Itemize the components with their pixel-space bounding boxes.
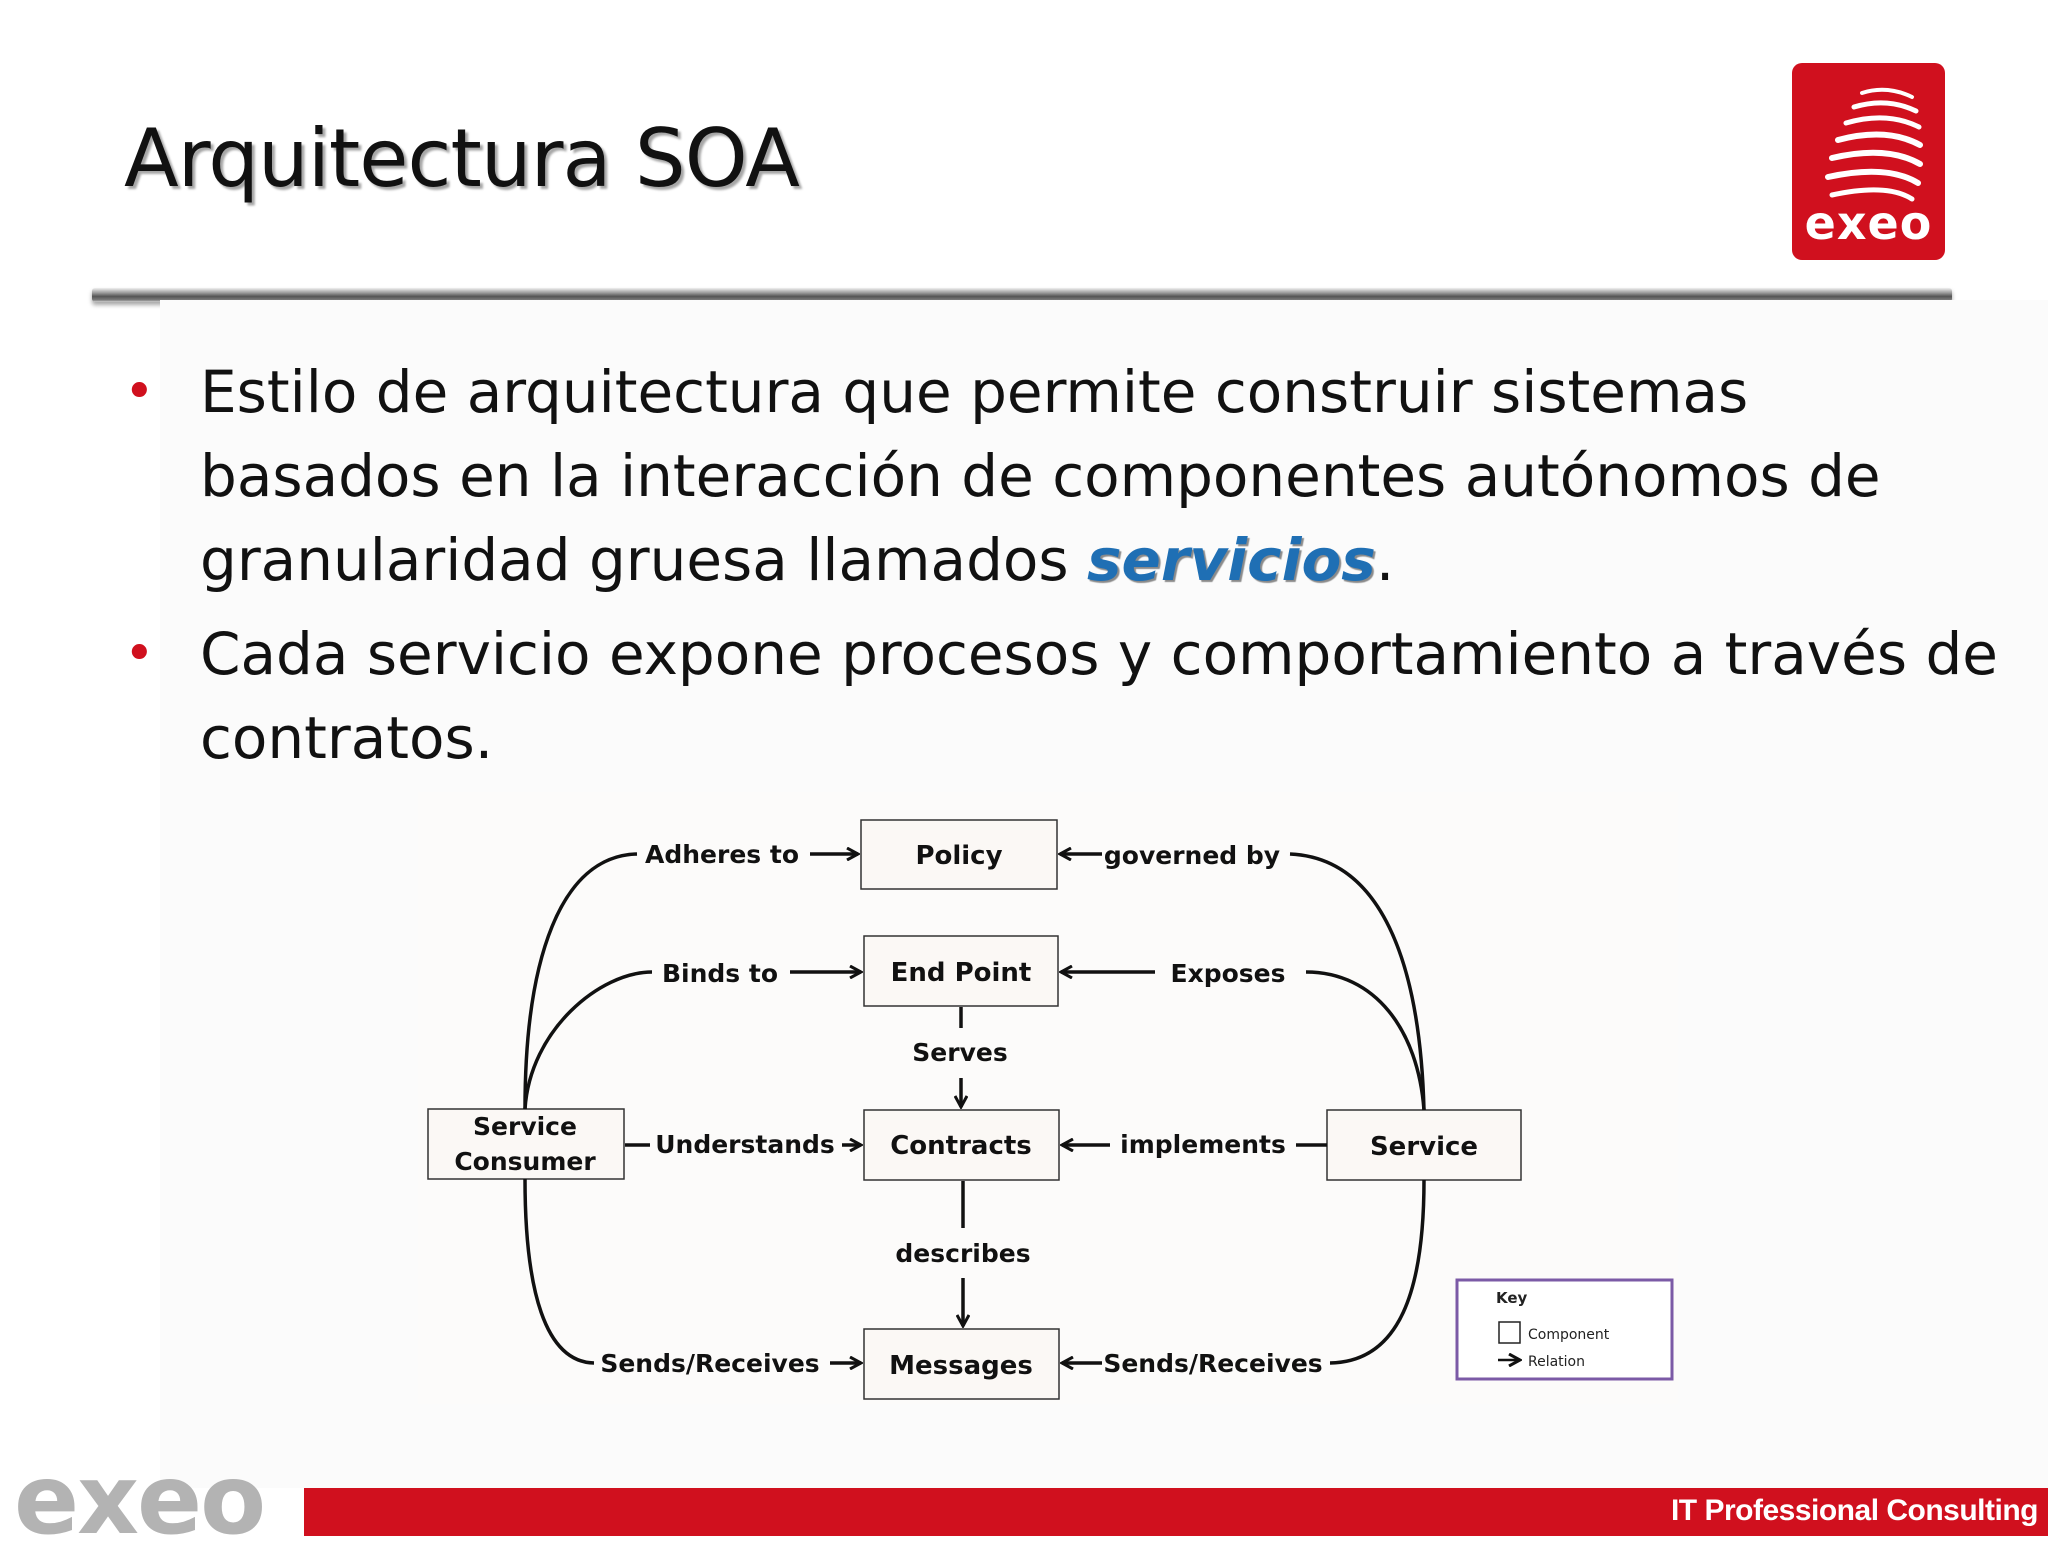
- messages-label: Messages: [889, 1351, 1033, 1381]
- consumer-messages-curve: [523, 1178, 595, 1365]
- exposes-label: Exposes: [1171, 959, 1286, 988]
- endpoint-label: End Point: [891, 958, 1032, 988]
- key-relation-label: Relation: [1528, 1354, 1585, 1370]
- sends-receives-right-label: Sends/Receives: [1103, 1349, 1322, 1378]
- bullet-item: • Cada servicio expone procesos y compor…: [124, 612, 2004, 780]
- exeo-swirl-icon: [1825, 87, 1923, 202]
- contracts-node: [863, 1109, 1060, 1181]
- key-title: Key: [1496, 1289, 1528, 1307]
- consumer-policy-curve: [523, 852, 638, 1110]
- bullet-text: Cada servicio expone procesos y comporta…: [200, 620, 1998, 772]
- bullet-text-end: .: [1375, 526, 1395, 594]
- key-box: [1455, 1278, 1674, 1381]
- slide-title: Arquitectura SOA: [124, 112, 800, 205]
- service-consumer-node: [427, 1108, 625, 1180]
- service-messages-curve: [1329, 1179, 1426, 1365]
- endpoint-node: [863, 935, 1059, 1007]
- describes-label: describes: [895, 1239, 1030, 1268]
- key-component-label: Component: [1528, 1327, 1610, 1343]
- footer-bar: IT Professional Consulting: [304, 1488, 2048, 1536]
- governed-by-label: governed by: [1104, 841, 1280, 870]
- bullet-list: • Estilo de arquitectura que permite con…: [124, 350, 2004, 790]
- adheres-to-label: Adheres to: [645, 840, 799, 869]
- logo-wordmark: exeo: [1804, 196, 1933, 250]
- bullet-text: Estilo de arquitectura que permite const…: [200, 358, 1881, 594]
- contracts-label: Contracts: [890, 1131, 1032, 1161]
- service-node: [1326, 1109, 1522, 1181]
- exeo-logo: exeo: [1792, 63, 1945, 260]
- bullet-keyword: servicios: [1087, 526, 1376, 594]
- understands-label: Understands: [655, 1130, 835, 1159]
- implements-label: implements: [1120, 1130, 1286, 1159]
- bullet-dot-icon: •: [124, 624, 155, 684]
- title-divider: [92, 288, 1952, 302]
- sends-receives-left-label: Sends/Receives: [600, 1349, 819, 1378]
- serves-label: Serves: [912, 1038, 1007, 1067]
- service-consumer-label-line1: Service: [473, 1112, 577, 1141]
- service-endpoint-curve: [1305, 970, 1426, 1111]
- footer-logo: exeo: [14, 1444, 266, 1556]
- policy-node: [860, 819, 1058, 890]
- service-policy-curve: [1289, 852, 1426, 1111]
- diagram-key: Key Component Relation: [1455, 1278, 1674, 1381]
- service-consumer-label-line2: Consumer: [454, 1147, 596, 1176]
- messages-node: [863, 1328, 1060, 1400]
- footer-tagline: IT Professional Consulting: [1670, 1494, 2039, 1527]
- policy-label: Policy: [915, 841, 1002, 871]
- service-label: Service: [1370, 1132, 1478, 1162]
- bullet-dot-icon: •: [124, 362, 155, 422]
- key-component-swatch: [1498, 1321, 1521, 1344]
- consumer-endpoint-curve: [523, 970, 653, 1110]
- bullet-item: • Estilo de arquitectura que permite con…: [124, 350, 2004, 602]
- binds-to-label: Binds to: [662, 959, 778, 988]
